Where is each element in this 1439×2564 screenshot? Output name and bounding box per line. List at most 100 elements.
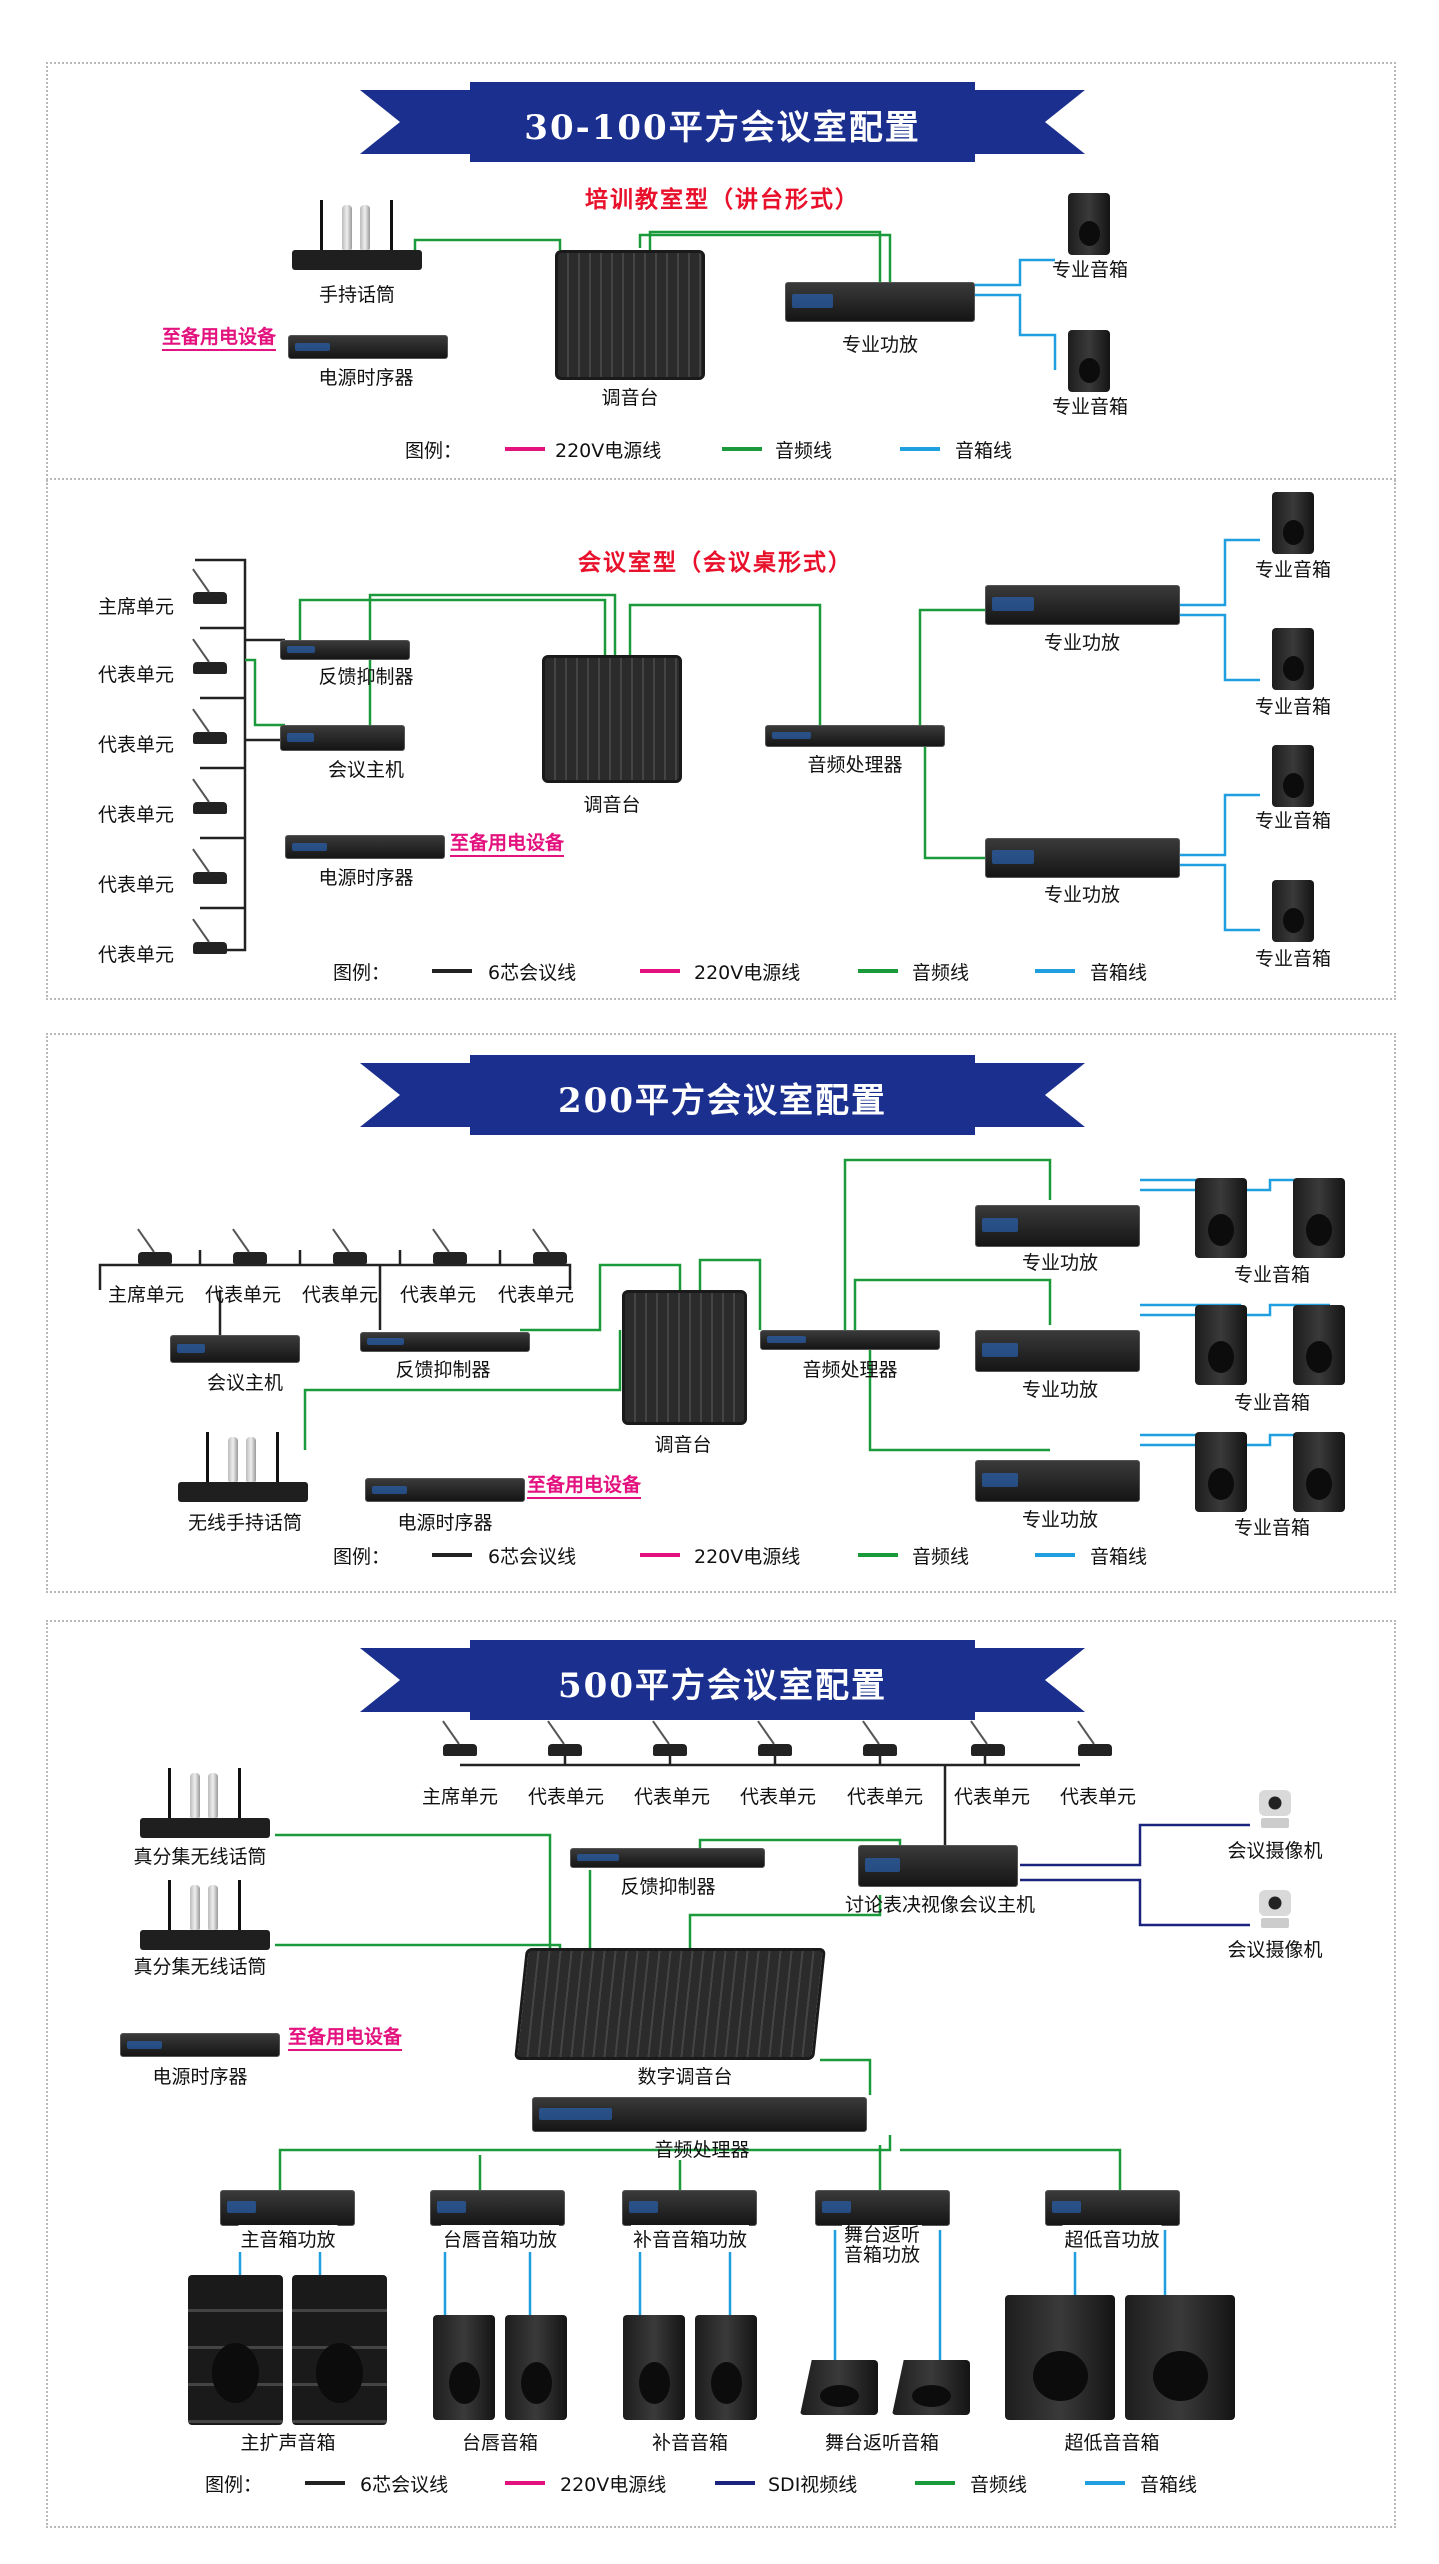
legend1-audio-swatch [722,447,762,451]
legend3-power-swatch [640,1553,680,1557]
amp-icon-4-5 [1045,2190,1180,2226]
mixer-icon [555,250,705,380]
delegate-mic-icon-4-1 [545,1730,585,1756]
legend4-power-swatch [505,2481,545,2485]
speaker-icon-1 [1068,193,1110,255]
section3-title: 200平方会议室配置 [558,1081,887,1121]
section1-subtitle: 培训教室型（讲台形式） [585,187,860,213]
legend4-audio: 音频线 [970,2474,1028,2496]
chairman-mic-icon-3 [135,1238,175,1264]
amp-icon-4-1 [220,2190,355,2226]
section4-title: 500平方会议室配置 [558,1666,887,1706]
speaker-label-2-4: 专业音箱 [1254,948,1332,970]
amplifier-label: 专业功放 [841,334,919,356]
lip-speaker-icon-1 [433,2315,495,2420]
amp-icon-4-3 [622,2190,757,2226]
feedback-suppressor-icon [280,640,410,660]
host-label: 会议主机 [327,759,405,781]
speaker-icon-3-1a [1195,1178,1247,1258]
speaker-label-2-1: 专业音箱 [1254,559,1332,581]
banner-section4 [360,1640,1085,1720]
section1-panel [46,62,1396,480]
feedback3-label: 反馈抑制器 [395,1359,491,1381]
legend2-power: 220V电源线 [694,962,801,984]
sequencer4-label: 电源时序器 [152,2066,248,2088]
unit4-label-2: 代表单元 [527,1786,605,1808]
lip-speaker-icon-2 [505,2315,567,2420]
unit-label-5: 代表单元 [98,874,175,896]
processor-label: 音频处理器 [807,754,903,776]
legend3-audio: 音频线 [912,1546,970,1568]
delegate-mic-icon-4-3 [755,1730,795,1756]
mixer-icon-3 [622,1290,747,1425]
wireless3-label: 无线手持话筒 [187,1512,303,1534]
banner-section1-wrap: 30-100平方会议室配置 [360,82,1085,162]
feedback-suppressor-icon-4 [570,1848,765,1868]
amp4-label-3: 补音音箱功放 [630,2225,750,2252]
mixer-label: 调音台 [601,387,659,409]
power-sequencer-icon-2 [285,835,445,859]
speaker-icon-3-3b [1293,1432,1345,1512]
camera-label-1: 会议摄像机 [1227,1840,1323,1862]
section2-subtitle: 会议室型（会议桌形式） [578,550,853,576]
unit4-label-7: 代表单元 [1059,1786,1137,1808]
speaker3-label-1: 专业音箱 [1233,1264,1311,1286]
unit-label-6: 代表单元 [98,944,175,966]
legend3-meeting: 6芯会议线 [488,1546,577,1568]
legend4-speaker: 音箱线 [1140,2474,1198,2496]
mixer4-label: 数字调音台 [637,2066,733,2088]
amp3-label-1: 专业功放 [1021,1252,1099,1274]
legend3-speaker-swatch [1035,1553,1075,1557]
wireless-mic-icon-3 [178,1432,308,1502]
speaker4-label-4: 舞台返听音箱 [824,2432,940,2454]
legend4-speaker-swatch [1085,2481,1125,2485]
legend4-video: SDI视频线 [768,2474,858,2496]
legend1-audio: 音频线 [775,440,833,462]
amp-icon-4-4 [815,2190,950,2226]
legend2-meeting-swatch [432,969,472,973]
monitor-speaker-icon-2 [892,2360,970,2415]
speaker4-label-1: 主扩声音箱 [240,2432,336,2454]
speaker-icon-3-2b [1293,1305,1345,1385]
unit-label-3: 代表单元 [98,734,175,756]
unit3-label-1: 主席单元 [108,1284,185,1306]
section2-panel [46,480,1396,1000]
unit3-label-4: 代表单元 [400,1284,477,1306]
legend2-audio: 音频线 [912,962,970,984]
chairman-mic-icon [190,578,230,604]
mixer3-label: 调音台 [654,1434,712,1456]
speaker-icon-2-1 [1272,492,1314,554]
amp-label-2b: 专业功放 [1043,884,1121,906]
unit4-label-3: 代表单元 [633,1786,711,1808]
speaker-icon-2-4 [1272,880,1314,942]
section3-panel [46,1033,1396,1593]
amp4-label-4: 舞台返听 音箱功放 [841,2224,923,2266]
speaker3-label-3: 专业音箱 [1233,1517,1311,1539]
banner-section3 [360,1055,1085,1135]
delegate-mic-icon-3 [190,788,230,814]
chairman-mic-icon-4 [440,1730,480,1756]
amp3-label-3: 专业功放 [1021,1509,1099,1531]
handheld-mic-receiver-icon [292,200,422,270]
legend1-speaker: 音箱线 [955,440,1013,462]
delegate-mic-icon-4-4 [860,1730,900,1756]
speaker-label-2-3: 专业音箱 [1254,810,1332,832]
legend1-power-swatch [505,447,545,451]
legend4-power: 220V电源线 [560,2474,667,2496]
delegate-mic-icon-3-2 [330,1238,370,1264]
sequencer-label-2: 电源时序器 [318,867,414,889]
unit4-label-6: 代表单元 [953,1786,1031,1808]
delegate-mic-icon-3-3 [430,1238,470,1264]
legend4-title: 图例： [205,2474,263,2496]
line-array-speaker-icon-2 [292,2275,387,2425]
delegate-mic-icon-1 [190,648,230,674]
feedback-label: 反馈抑制器 [318,666,414,688]
speaker4-label-3: 补音音箱 [651,2432,729,2454]
conference-host-icon-3 [170,1335,300,1363]
amplifier-icon-2b [985,838,1180,878]
power-sequencer-icon [288,335,448,359]
unit3-label-2: 代表单元 [205,1284,282,1306]
backup-power-label-4: 至备用电设备 [288,2022,403,2051]
sequencer3-label: 电源时序器 [397,1512,493,1534]
wireless-mic-icon-4-2 [140,1880,270,1950]
